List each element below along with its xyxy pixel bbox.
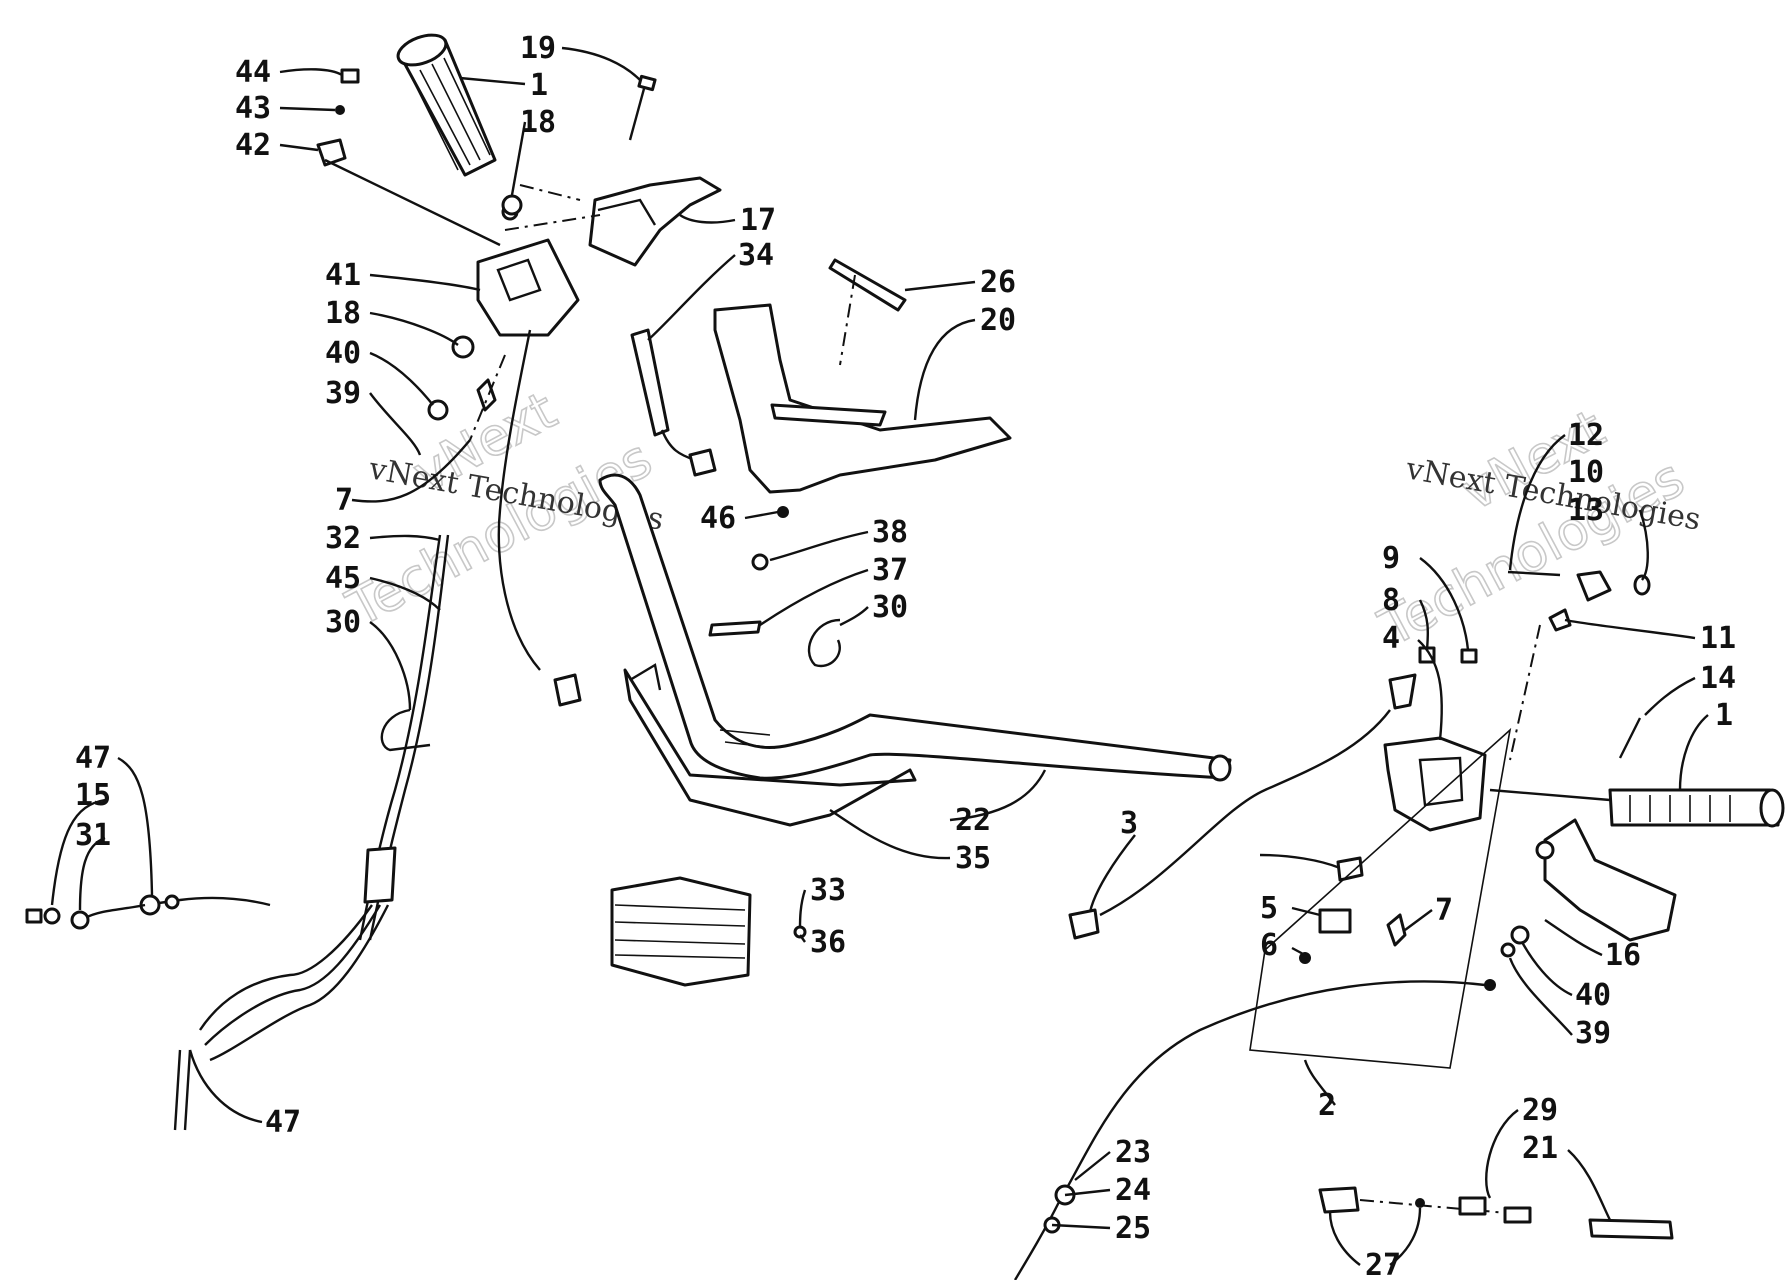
part-39-right [1500, 942, 1516, 958]
throttle-block [476, 203, 580, 337]
part-11 [1548, 608, 1572, 632]
callout-36: 36 [810, 925, 846, 960]
callout-15: 15 [75, 778, 111, 813]
handlebar-bracket [623, 663, 917, 827]
handlebar [598, 473, 1232, 782]
callout-12: 12 [1568, 418, 1604, 453]
part-42 [316, 138, 347, 167]
callout-1-right: 1 [1715, 698, 1733, 733]
bolt-19 [628, 84, 647, 141]
pin-14 [1618, 717, 1642, 759]
cable-adjuster-parts [1318, 1186, 1674, 1240]
callout-24: 24 [1115, 1173, 1151, 1208]
callout-40-left: 40 [325, 336, 361, 371]
part-12 [1576, 570, 1612, 602]
callout-19: 19 [520, 31, 556, 66]
callout-29: 29 [1522, 1093, 1558, 1128]
callout-13: 13 [1568, 493, 1604, 528]
part-9 [1460, 648, 1478, 664]
callout-34: 34 [738, 238, 774, 273]
screw-10 [1507, 570, 1561, 577]
callout-6: 6 [1260, 928, 1278, 963]
wire-harness-3 [1068, 709, 1391, 940]
cable-guide-outline [1249, 727, 1512, 1069]
part-18-top [501, 194, 523, 216]
throttle-lever [588, 176, 722, 267]
plate-5 [1318, 908, 1352, 934]
cable-harness-left [25, 329, 582, 1131]
watermark-right: vNext Technologies vNext Technologies [1369, 398, 1703, 660]
part-46 [777, 506, 789, 518]
callout-45: 45 [325, 561, 361, 596]
callout-47-top: 47 [75, 741, 111, 776]
part-34 [630, 328, 717, 477]
handlebar-pad [713, 258, 1012, 494]
callout-30-left: 30 [325, 605, 361, 640]
callout-11: 11 [1700, 621, 1736, 656]
left-grip [396, 33, 497, 177]
part-44 [340, 68, 360, 84]
callout-7-right: 7 [1435, 893, 1453, 928]
callout-33: 33 [810, 873, 846, 908]
switch-block [1383, 673, 1487, 832]
callout-35: 35 [955, 841, 991, 876]
callout-17: 17 [740, 203, 776, 238]
callout-39-left: 39 [325, 376, 361, 411]
throttle-cable [1013, 979, 1496, 1280]
right-grip [1608, 788, 1785, 828]
tie-strap-left [380, 708, 431, 752]
pad-block [610, 876, 752, 987]
callout-23: 23 [1115, 1135, 1151, 1170]
callout-9: 9 [1382, 541, 1400, 576]
callout-14: 14 [1700, 661, 1736, 696]
callout-32: 32 [325, 521, 361, 556]
callout-27: 27 [1365, 1248, 1401, 1280]
callout-21: 21 [1522, 1131, 1558, 1166]
callout-labels: 44 43 42 1 19 18 17 34 26 20 41 18 40 39… [75, 31, 1736, 1280]
callout-18-lower: 18 [325, 296, 361, 331]
callout-44: 44 [235, 55, 271, 90]
callout-40-right: 40 [1575, 978, 1611, 1013]
callout-47-bottom: 47 [265, 1105, 301, 1140]
screw-7-left [476, 378, 497, 412]
callout-7-left: 7 [335, 483, 353, 518]
leader-lines [50, 46, 1709, 1266]
screw-6 [1299, 952, 1311, 964]
callout-30-center: 30 [872, 590, 908, 625]
screw-38 [751, 553, 769, 571]
brake-lever [1535, 818, 1677, 942]
tie-strap-30 [808, 618, 841, 668]
callout-1-left: 1 [530, 68, 548, 103]
callout-8: 8 [1382, 583, 1400, 618]
callout-5: 5 [1260, 891, 1278, 926]
callout-37: 37 [872, 553, 908, 588]
callout-4: 4 [1382, 621, 1400, 656]
part-40-left [427, 399, 449, 421]
part-40-right [1510, 925, 1530, 945]
callout-43: 43 [235, 91, 271, 126]
callout-41: 41 [325, 258, 361, 293]
screw-7-right [1386, 913, 1407, 947]
callout-3: 3 [1120, 806, 1138, 841]
callout-38: 38 [872, 515, 908, 550]
callout-39-right: 39 [1575, 1016, 1611, 1051]
callout-25: 25 [1115, 1211, 1151, 1246]
callout-2: 2 [1318, 1088, 1336, 1123]
callout-42: 42 [235, 128, 271, 163]
part-13 [1633, 574, 1651, 596]
callout-10: 10 [1568, 455, 1604, 490]
part-43 [335, 105, 345, 115]
callout-46: 46 [700, 501, 736, 536]
callout-26: 26 [980, 265, 1016, 300]
part-18-lower [451, 335, 475, 359]
callout-20: 20 [980, 303, 1016, 338]
plate-37 [708, 620, 762, 637]
callout-16: 16 [1605, 938, 1641, 973]
callout-22: 22 [955, 803, 991, 838]
